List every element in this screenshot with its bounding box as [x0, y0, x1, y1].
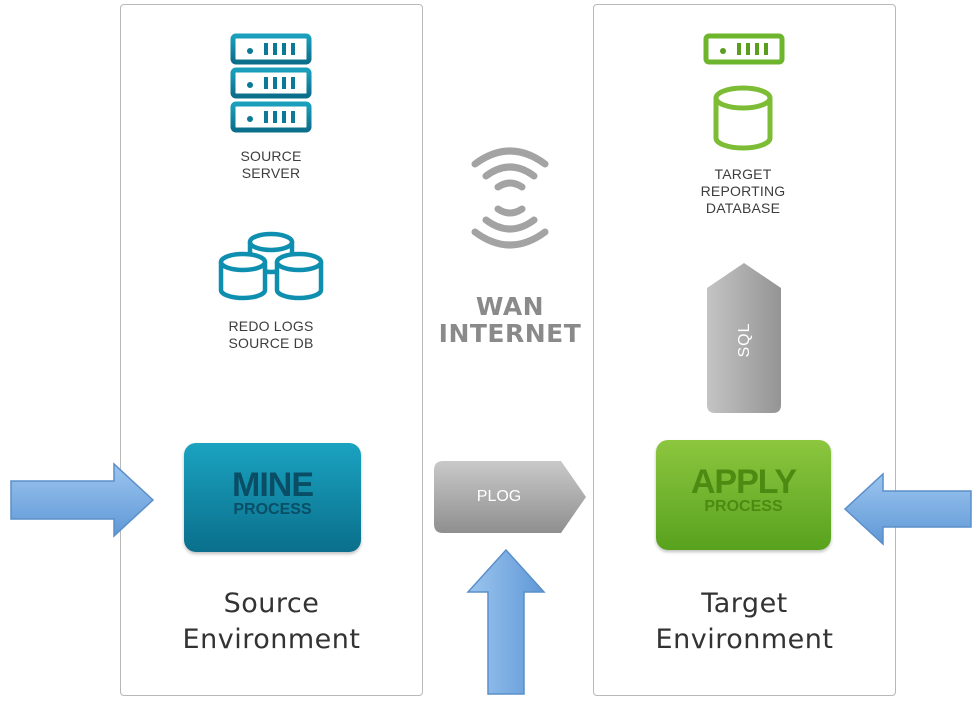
redo-logs-label: REDO LOGS SOURCE DB — [228, 318, 314, 351]
source-server-label: SOURCE SERVER — [240, 148, 302, 181]
server-rack-icon — [230, 33, 312, 133]
plog-label: PLOG — [476, 488, 522, 505]
left-input-arrow — [10, 462, 155, 538]
target-environment-title: Target Environment — [655, 588, 834, 655]
right-input-arrow — [843, 472, 972, 546]
sql-label: SQL — [736, 322, 753, 358]
server-unit-icon — [703, 33, 785, 65]
mine-subtitle: PROCESS — [233, 501, 312, 518]
wan-internet-label: WAN INTERNET — [438, 292, 582, 348]
sql-arrow — [707, 263, 781, 413]
wireless-signal-icon — [471, 147, 549, 249]
apply-title: APPLY — [690, 463, 797, 501]
bottom-input-arrow — [466, 548, 546, 695]
target-reporting-database-label: TARGET REPORTING DATABASE — [700, 166, 786, 216]
apply-subtitle: PROCESS — [704, 498, 783, 515]
apply-process-box: APPLY PROCESS — [656, 440, 831, 550]
mine-process-box: MINE PROCESS — [184, 443, 361, 552]
source-environment-title: Source Environment — [182, 588, 361, 655]
plog-arrow — [434, 461, 586, 533]
database-cylinder-icon — [713, 85, 773, 151]
database-cluster-icon — [218, 231, 324, 301]
mine-title: MINE — [232, 466, 314, 504]
source-environment-panel — [120, 4, 423, 696]
